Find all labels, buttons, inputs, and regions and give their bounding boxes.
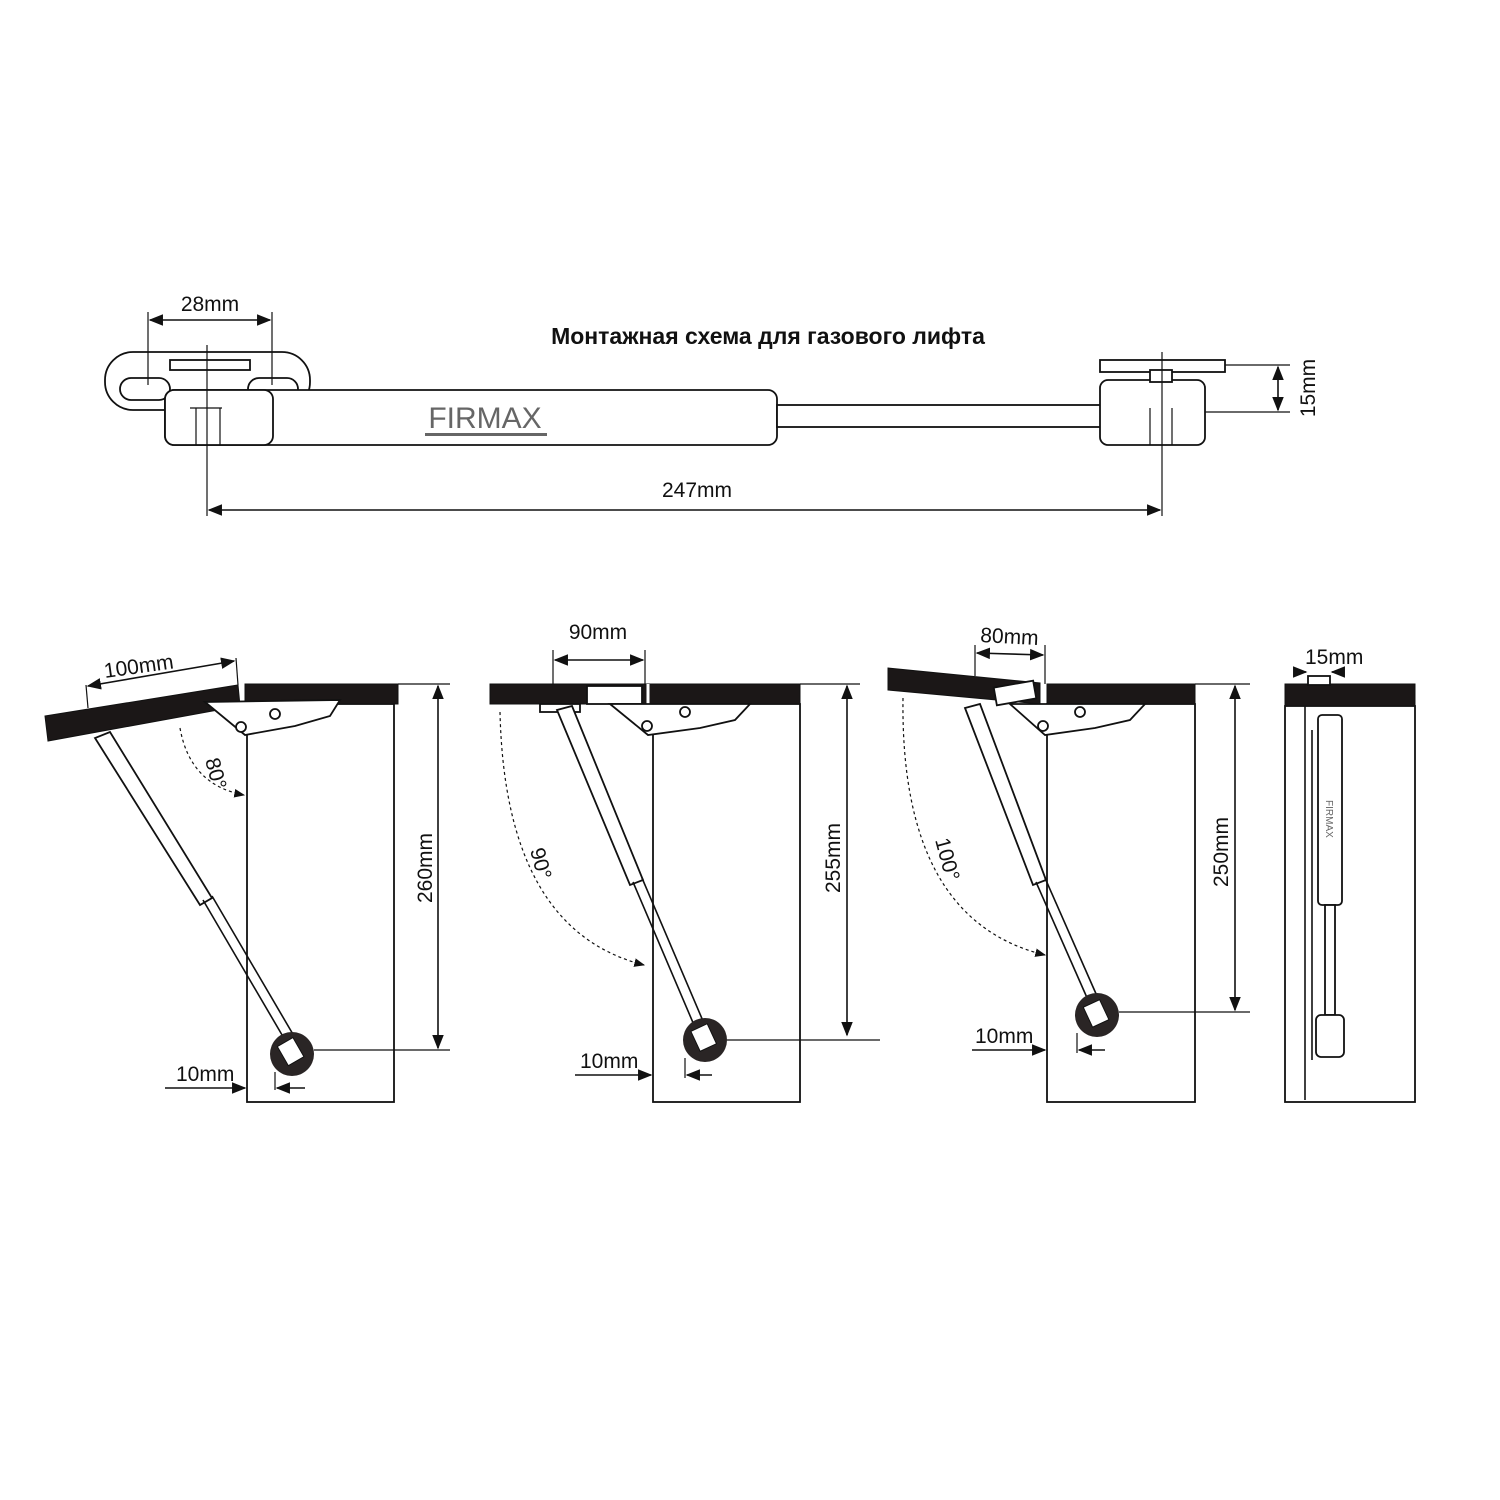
strut-cylinder	[555, 704, 645, 887]
angle-100: 100°	[930, 835, 963, 883]
dim-247mm: 247mm	[662, 479, 732, 502]
install-view-100deg: 100° 80mm 250mm 10mm	[887, 624, 1250, 1103]
dim-10mm: 10mm	[975, 1025, 1033, 1048]
strut-rod	[1324, 904, 1336, 1016]
strut-cylinder	[963, 702, 1048, 887]
dim-255mm: 255mm	[822, 823, 845, 893]
dim-250mm: 250mm	[1210, 817, 1233, 887]
firmax-logo: FIRMAX	[1323, 800, 1334, 838]
dim-28mm: 28mm	[181, 293, 239, 316]
cabinet-side	[1284, 705, 1416, 1103]
right-end-fitting	[1099, 379, 1206, 446]
cabinet-side	[246, 703, 395, 1103]
strut-rod	[776, 404, 1103, 428]
diagram-title: Монтажная схема для газового лифта	[551, 323, 985, 349]
angle-90: 90°	[525, 845, 555, 882]
lid-open	[44, 684, 241, 742]
dim-15mm: 15mm	[1297, 359, 1320, 417]
dim-80mm: 80mm	[980, 624, 1039, 650]
dim-100mm: 100mm	[102, 650, 175, 683]
cabinet-side	[1046, 703, 1196, 1103]
strut-cylinder	[93, 730, 214, 907]
cabinet-top	[1284, 683, 1416, 707]
cabinet-top	[1046, 683, 1196, 705]
dim-15mm: 15mm	[1305, 646, 1363, 669]
firmax-logo: FIRMAX	[428, 402, 541, 435]
dim-10mm: 10mm	[176, 1063, 234, 1086]
angle-80: 80°	[200, 755, 230, 792]
cabinet-top-and-lid	[489, 683, 801, 705]
install-view-80deg: 80° 100mm 260mm 10mm	[44, 650, 450, 1103]
install-side-view: FIRMAX 15mm	[1284, 646, 1416, 1103]
dim-10mm: 10mm	[580, 1050, 638, 1073]
gas-strut-top-view: FIRMAX 28mm 247mm 15mm	[104, 293, 1320, 516]
dim-260mm: 260mm	[414, 833, 437, 903]
install-view-90deg: 90° 90mm 255mm 10mm	[489, 621, 880, 1103]
dim-90mm: 90mm	[569, 621, 627, 644]
